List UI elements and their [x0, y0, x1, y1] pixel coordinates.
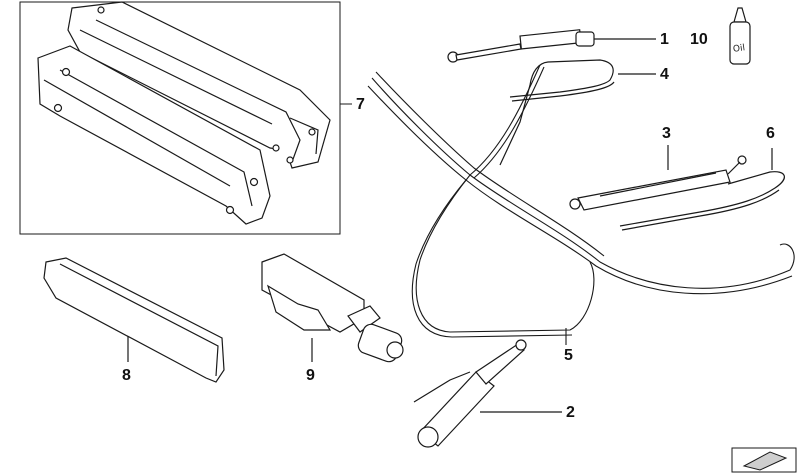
hydraulic-strut-1: [447, 29, 656, 63]
callout-9: 9: [306, 367, 315, 384]
hose-6: [619, 148, 785, 231]
tray-upper: [67, 1, 331, 169]
hydraulic-strut-3: [569, 145, 747, 211]
callout-7: 7: [356, 96, 365, 113]
hydraulic-strut-2: [413, 339, 562, 448]
cover-strip-8: [43, 257, 225, 383]
callout-2: 2: [566, 404, 575, 421]
hose-bundle-5: [367, 64, 795, 345]
reservoir-frame-box: [19, 1, 341, 235]
part-icon: [731, 447, 797, 473]
callout-10: 10: [690, 31, 708, 48]
callout-5: 5: [564, 347, 573, 364]
tray-lower: [37, 45, 271, 225]
hose-4: [499, 59, 656, 166]
oil-bottle-10: [729, 7, 751, 65]
callout-4: 4: [660, 66, 669, 83]
oil-label: Oil: [732, 43, 746, 55]
callout-8: 8: [122, 367, 131, 384]
pump-unit-9: [261, 253, 404, 363]
callout-3: 3: [662, 125, 671, 142]
callout-1: 1: [660, 31, 669, 48]
callout-6: 6: [766, 125, 775, 142]
